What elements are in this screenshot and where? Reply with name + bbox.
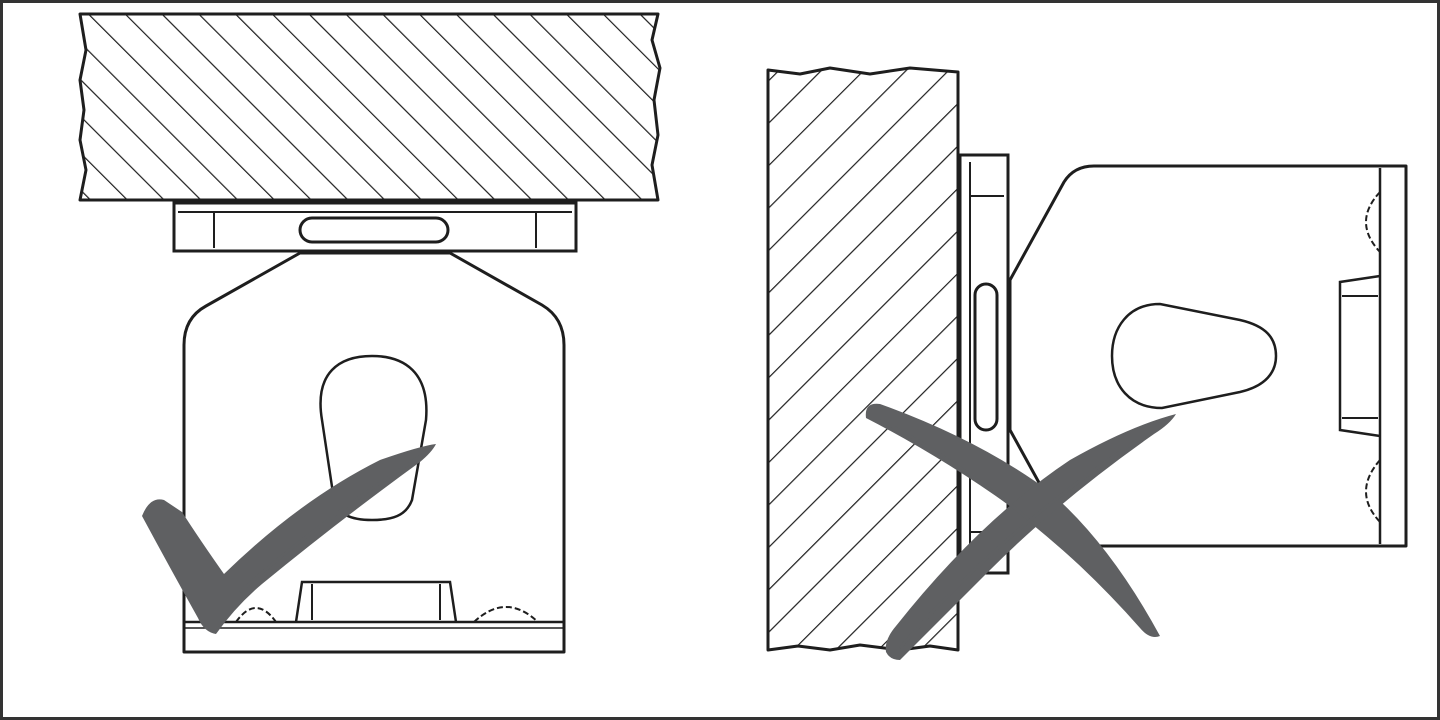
bracket-slot-vertical	[973, 282, 999, 432]
wall-section	[766, 66, 960, 652]
keyhole-opening-rotated	[1110, 302, 1278, 410]
checkmark-icon	[142, 444, 436, 634]
bottom-tab	[294, 580, 458, 623]
cross-icon	[865, 403, 1176, 660]
panel-incorrect-mounting	[766, 66, 1408, 660]
bracket-slot	[298, 216, 450, 244]
ceiling-section	[78, 12, 662, 202]
side-tab	[1338, 274, 1381, 438]
panel-correct-mounting	[78, 12, 662, 654]
mounting-bracket	[172, 201, 578, 253]
mounting-bracket-vertical	[958, 153, 1010, 575]
